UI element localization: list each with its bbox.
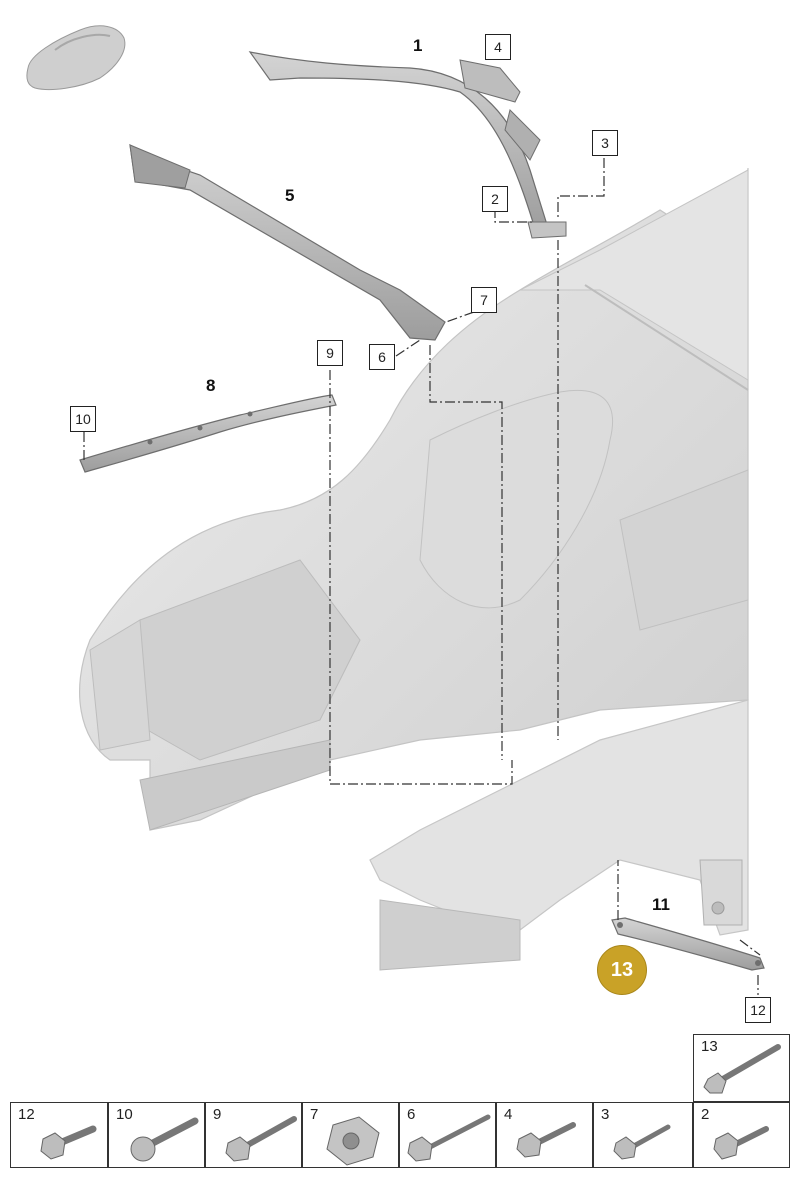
- fastener-cell-2[interactable]: 2: [693, 1102, 790, 1168]
- fastener-label: 6: [407, 1106, 416, 1123]
- callout-box-6: 6: [369, 344, 395, 370]
- fastener-label: 7: [310, 1106, 319, 1123]
- fastener-cell-13[interactable]: 13: [693, 1034, 790, 1102]
- car-thumbnail-icon: [26, 25, 126, 91]
- part-11-lower-bracket: [611, 917, 765, 971]
- callout-5: 5: [285, 186, 295, 205]
- fastener-cell-4[interactable]: 4: [496, 1102, 593, 1168]
- fastener-cell-7[interactable]: 7: [302, 1102, 399, 1168]
- bolt-icon: [613, 1124, 671, 1160]
- fastener-label: 9: [213, 1106, 222, 1123]
- part-8-side-rail: [79, 394, 337, 473]
- fastener-cell-12[interactable]: 12: [10, 1102, 108, 1168]
- nut-icon: [326, 1116, 380, 1166]
- callout-box-7: 7: [471, 287, 497, 313]
- highlight-badge-13[interactable]: 13: [597, 945, 647, 995]
- bolt-icon: [713, 1126, 769, 1160]
- bolt-icon: [40, 1125, 97, 1160]
- bolt-icon: [703, 1044, 781, 1094]
- callout-box-10: 10: [70, 406, 96, 432]
- fastener-label: 10: [116, 1106, 133, 1123]
- callout-box-9: 9: [317, 340, 343, 366]
- leader-lines: [83, 158, 761, 995]
- part-5-diagonal-strut: [129, 144, 446, 341]
- fastener-cell-10[interactable]: 10: [108, 1102, 205, 1168]
- fastener-label: 12: [18, 1106, 35, 1123]
- callout-11: 11: [652, 895, 670, 914]
- bolt-icon: [130, 1117, 199, 1162]
- bolt-icon: [225, 1116, 297, 1162]
- exploded-diagram: [26, 25, 765, 995]
- callout-8: 8: [206, 376, 216, 395]
- callout-box-3: 3: [592, 130, 618, 156]
- fastener-cell-9[interactable]: 9: [205, 1102, 302, 1168]
- callout-box-2: 2: [482, 186, 508, 212]
- callout-box-4: 4: [485, 34, 511, 60]
- vehicle-body-shell: [79, 167, 749, 971]
- part-1-upper-strut: [248, 51, 567, 239]
- fastener-label: 2: [701, 1106, 710, 1123]
- fastener-cell-3[interactable]: 3: [593, 1102, 693, 1168]
- callout-box-12: 12: [745, 997, 771, 1023]
- fastener-label: 3: [601, 1106, 610, 1123]
- bolt-icon: [516, 1122, 576, 1158]
- fastener-cell-6[interactable]: 6: [399, 1102, 496, 1168]
- fastener-label: 13: [701, 1038, 718, 1055]
- callout-1: 1: [413, 36, 423, 55]
- fastener-label: 4: [504, 1106, 513, 1123]
- bolt-icon: [407, 1114, 491, 1162]
